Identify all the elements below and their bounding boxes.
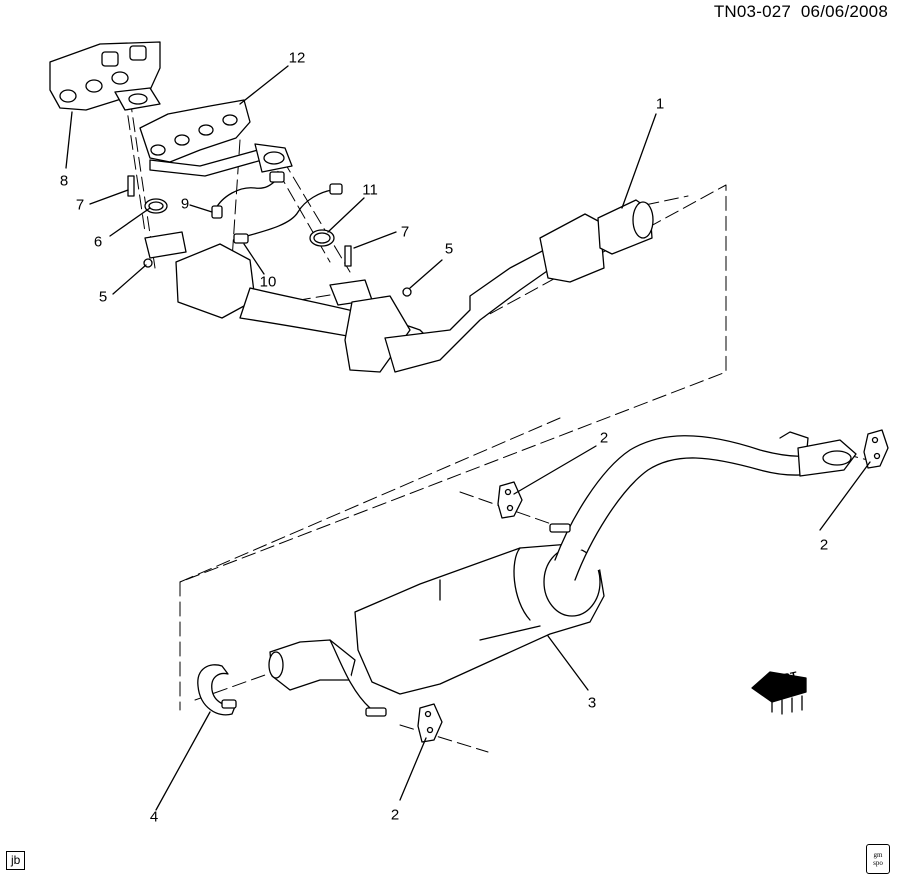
- diagram-id: TN03-027: [713, 2, 792, 21]
- callout-10: 10: [259, 273, 277, 291]
- callout-12: 12: [288, 49, 306, 67]
- oxygen-sensors: [212, 172, 342, 243]
- muffler-assembly: [269, 432, 856, 716]
- callout-7-left: 7: [75, 196, 85, 214]
- left-exhaust-manifold: [50, 42, 160, 110]
- callout-4: 4: [149, 808, 159, 826]
- studs-gaskets-nuts: [128, 176, 411, 296]
- logo-top-text: gm: [873, 851, 883, 859]
- logo-bottom-text: spo: [873, 859, 883, 867]
- leader-lines: [66, 66, 870, 810]
- gm-spo-logo: gm spo: [866, 844, 890, 874]
- exhaust-clamp: [198, 665, 236, 715]
- callout-2-upper: 2: [599, 429, 609, 447]
- callout-11: 11: [362, 181, 378, 199]
- illustrator-tag: jb: [6, 851, 26, 870]
- diagram-header: TN03-027 06/06/2008: [714, 2, 888, 22]
- callout-7-right: 7: [400, 223, 410, 241]
- callout-8: 8: [59, 172, 69, 190]
- diagram-date: 06/06/2008: [800, 2, 888, 21]
- callout-3: 3: [587, 694, 597, 712]
- right-exhaust-manifold: [140, 100, 292, 176]
- front-pipe-converter-assembly: [145, 200, 653, 372]
- callout-2-right: 2: [819, 536, 829, 554]
- callout-5-left: 5: [98, 288, 108, 306]
- callout-9: 9: [180, 195, 190, 213]
- callout-2-lower: 2: [390, 806, 400, 824]
- callout-5-right: 5: [444, 240, 454, 258]
- forward-arrow-icon: [752, 672, 806, 714]
- callout-6: 6: [93, 233, 103, 251]
- hangers: [418, 430, 888, 742]
- callout-1: 1: [655, 95, 665, 113]
